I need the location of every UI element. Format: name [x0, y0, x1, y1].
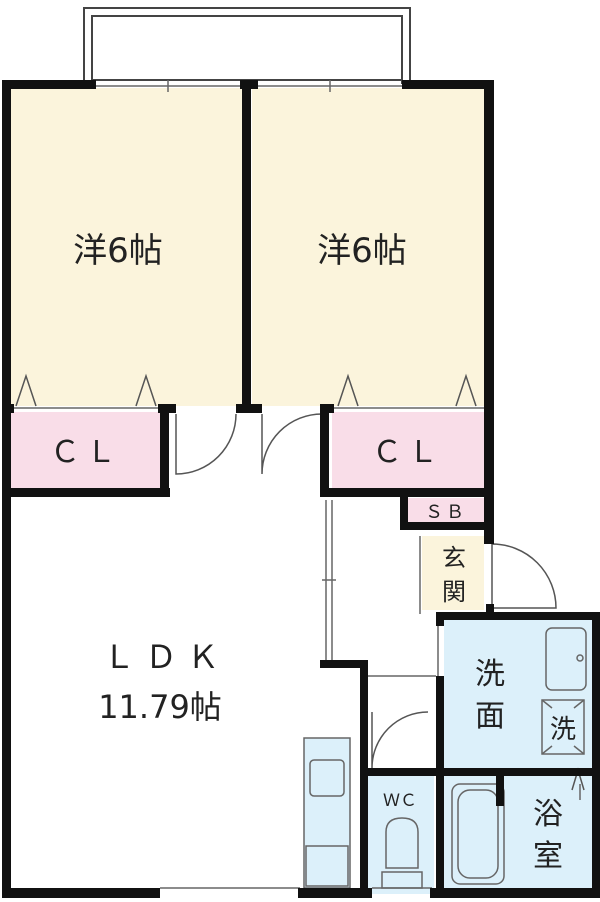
closet-right-label: ＣＬ: [372, 435, 444, 470]
bedroom-right-fill: [252, 88, 484, 406]
washroom-label-bottom: 面: [475, 699, 505, 734]
bedroom-left-label: 洋6帖: [73, 231, 163, 271]
washroom-fill: [444, 618, 592, 770]
bedroom-right-label: 洋6帖: [317, 231, 407, 271]
washroom-label-top: 洗: [475, 657, 505, 692]
closet-right-fill: [332, 412, 484, 488]
bathroom-label-top: 浴: [533, 797, 563, 832]
shoe-box-fill: [408, 498, 484, 522]
bathroom-label-bottom: 室: [533, 839, 563, 874]
entrance-label-bottom: 関: [442, 578, 466, 606]
ldk-label-top: ＬＤＫ: [103, 638, 229, 676]
bedroom-left-fill: [10, 88, 246, 406]
entrance-label-top: 玄: [442, 544, 466, 572]
kitchen-counter-fill: [304, 738, 350, 888]
washer-label: 洗: [550, 715, 576, 745]
bathroom-fill: [444, 776, 592, 894]
toilet-label: ＷＣ: [383, 791, 417, 811]
closet-left-fill: [10, 412, 162, 488]
walls: [2, 80, 600, 898]
door-swings: [15, 373, 585, 791]
ldk-label-bottom: 11.79帖: [98, 688, 222, 726]
shoe-box-label: ＳＢ: [425, 502, 467, 523]
balcony: [83, 7, 411, 84]
toilet-fill: [368, 776, 434, 894]
closet-left-label: ＣＬ: [50, 435, 122, 470]
entrance-fill: [422, 536, 484, 610]
